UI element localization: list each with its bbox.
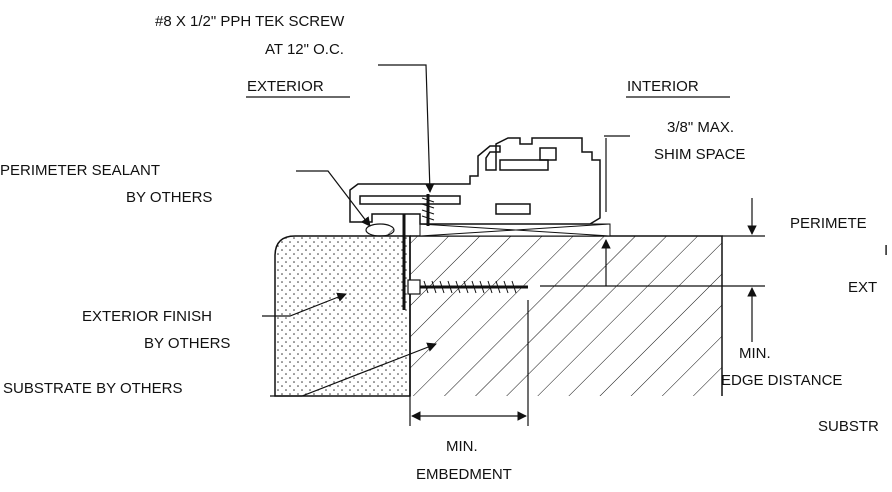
- right-substrate-label: SUBSTR: [818, 418, 879, 435]
- sealant-label-line1: PERIMETER SEALANT: [0, 162, 160, 179]
- right-sealant-label-line2: I: [884, 242, 888, 259]
- right-exterior-label: EXT: [848, 279, 877, 296]
- sealant-label-line2: BY OTHERS: [126, 189, 212, 206]
- embed-label-line2: EMBEDMENT: [416, 466, 512, 483]
- embed-label-line1: MIN.: [446, 438, 478, 455]
- shim-dimension: [601, 135, 630, 286]
- leader-lines: [262, 64, 437, 397]
- screw-label-line2: AT 12" O.C.: [265, 41, 344, 58]
- embedment-dimension: [409, 300, 529, 426]
- exterior-finish-block: [274, 235, 411, 397]
- shim-label-line1: 3/8" MAX.: [667, 119, 734, 136]
- screw-label-line1: #8 X 1/2" PPH TEK SCREW: [155, 13, 345, 30]
- shim-label-line2: SHIM SPACE: [654, 146, 745, 163]
- frame-profile: [349, 137, 601, 225]
- substrate-label: SUBSTRATE BY OTHERS: [3, 380, 182, 397]
- finish-label-line1: EXTERIOR FINISH: [82, 308, 212, 325]
- shim-wedges: [419, 223, 611, 237]
- exterior-label: EXTERIOR: [247, 78, 324, 95]
- sealant-bead: [365, 223, 395, 237]
- edge-label-line2: EDGE DISTANCE: [721, 372, 842, 389]
- interior-label: INTERIOR: [627, 78, 699, 95]
- substrate-block: [409, 235, 723, 396]
- edge-label-line1: MIN.: [739, 345, 771, 362]
- horizontal-fastener: [407, 279, 528, 295]
- right-sealant-label-line1: PERIMETE: [790, 215, 867, 232]
- finish-label-line2: BY OTHERS: [144, 335, 230, 352]
- tek-screw: [421, 194, 435, 226]
- edge-distance-dimension: [540, 198, 765, 342]
